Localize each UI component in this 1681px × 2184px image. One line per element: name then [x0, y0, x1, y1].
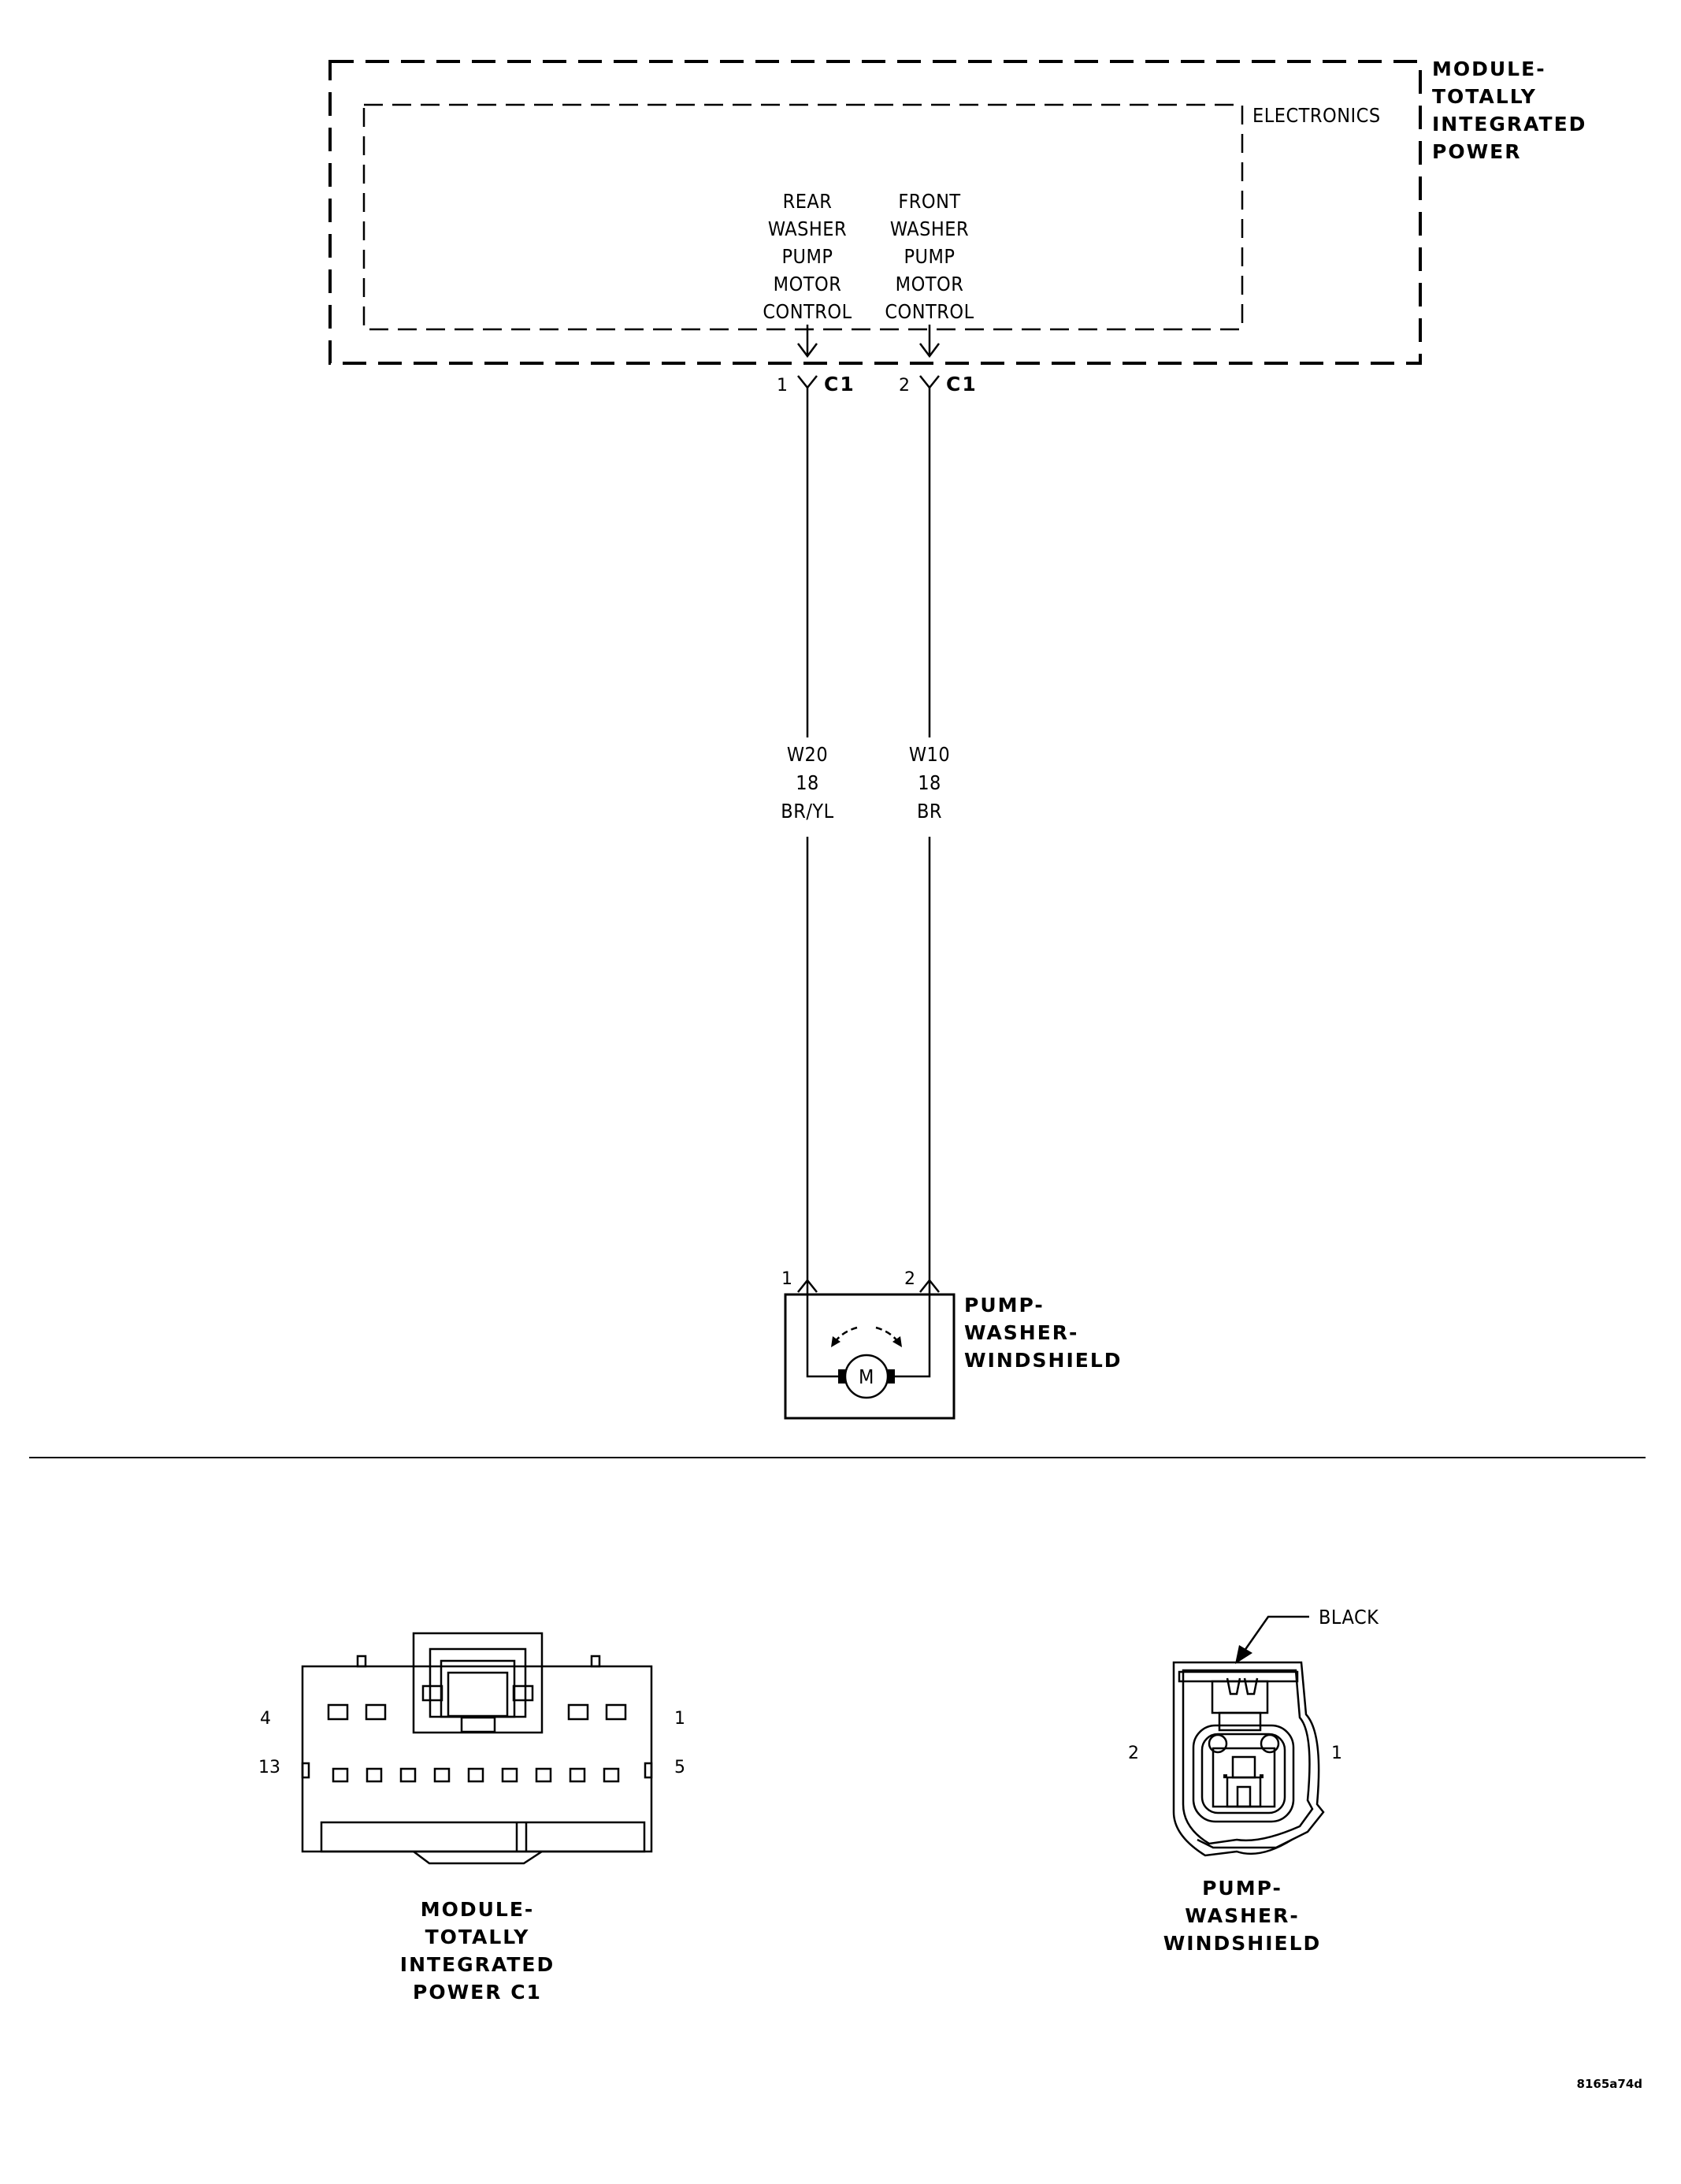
c1-pin-symbols — [797, 375, 940, 390]
svg-text:18: 18 — [918, 771, 941, 794]
svg-text:MODULE-: MODULE- — [1432, 58, 1546, 80]
svg-text:PUMP: PUMP — [904, 245, 955, 268]
module-outer-boundary — [328, 60, 1422, 365]
svg-text:TOTALLY: TOTALLY — [1432, 85, 1537, 108]
module-output-arrows — [797, 343, 940, 358]
module-c1-connector-view — [301, 1632, 653, 1865]
c1-pin-1-connector: C1 — [824, 373, 855, 396]
wire-w10-label: W10 18 BR — [909, 743, 950, 823]
svg-text:WASHER-: WASHER- — [964, 1321, 1078, 1344]
motor-arrow-heads — [831, 1336, 902, 1347]
pump-connector-color-callout: BLACK — [1319, 1606, 1379, 1629]
svg-text:18: 18 — [796, 771, 819, 794]
svg-text:TOTALLY: TOTALLY — [425, 1926, 530, 1948]
svg-text:MOTOR: MOTOR — [774, 273, 842, 295]
svg-text:FRONT: FRONT — [898, 190, 960, 213]
c1-pin-2-connector: C1 — [946, 373, 978, 396]
electronics-boundary — [362, 103, 1244, 331]
front-washer-control-label: FRONT WASHER PUMP MOTOR CONTROL — [885, 190, 974, 323]
pump-pin-symbols — [797, 1278, 940, 1293]
black-callout-arrow-icon — [1235, 1645, 1252, 1664]
svg-text:W20: W20 — [787, 743, 828, 766]
motor-brush-right — [888, 1369, 895, 1384]
svg-text:CONTROL: CONTROL — [763, 300, 852, 323]
svg-text:MOTOR: MOTOR — [896, 273, 964, 295]
electronics-label: ELECTRONICS — [1252, 104, 1381, 127]
motor-brush-left — [838, 1369, 845, 1384]
pump-internal-wiring — [806, 1280, 931, 1378]
module-c1-pin-13: 13 — [258, 1758, 280, 1777]
svg-text:POWER C1: POWER C1 — [413, 1981, 542, 2004]
svg-text:INTEGRATED: INTEGRATED — [1432, 113, 1586, 136]
pump-body — [784, 1293, 956, 1420]
motor-symbol-label: M — [859, 1365, 874, 1388]
svg-text:WASHER: WASHER — [768, 217, 847, 240]
pump-connector-title: PUMP- WASHER- WINDSHIELD — [1163, 1877, 1322, 1955]
svg-text:PUMP-: PUMP- — [1202, 1877, 1282, 1900]
c1-pin-2-number: 2 — [899, 376, 910, 396]
motor-rotation-arrows-icon — [834, 1326, 899, 1343]
svg-text:WASHER: WASHER — [890, 217, 969, 240]
pump-pin-1-number: 1 — [781, 1269, 792, 1289]
svg-text:W10: W10 — [909, 743, 950, 766]
svg-text:INTEGRATED: INTEGRATED — [400, 1953, 555, 1976]
svg-text:CONTROL: CONTROL — [885, 300, 974, 323]
wire-w20-label: W20 18 BR/YL — [781, 743, 833, 823]
black-callout-leader — [1239, 1615, 1309, 1657]
pump-pin-2-number: 2 — [904, 1269, 915, 1289]
pump-connector-pin-1: 1 — [1331, 1744, 1342, 1763]
svg-text:PUMP: PUMP — [781, 245, 833, 268]
svg-text:BR/YL: BR/YL — [781, 800, 833, 823]
c1-pin-1-number: 1 — [777, 376, 788, 396]
module-c1-title: MODULE- TOTALLY INTEGRATED POWER C1 — [400, 1898, 555, 2004]
module-c1-pin-4: 4 — [260, 1709, 271, 1729]
pump-connector-dot-right — [1260, 1774, 1264, 1778]
svg-text:POWER: POWER — [1432, 140, 1521, 163]
rear-washer-control-label: REAR WASHER PUMP MOTOR CONTROL — [763, 190, 852, 323]
module-c1-pin-5: 5 — [674, 1758, 685, 1777]
pump-connector-dot-left — [1223, 1774, 1227, 1778]
svg-text:MODULE-: MODULE- — [421, 1898, 535, 1921]
figure-code: 8165a74d — [1577, 2077, 1642, 2091]
module-c1-pin-1: 1 — [674, 1709, 685, 1729]
motor-symbol-icon — [844, 1354, 889, 1399]
svg-text:WASHER-: WASHER- — [1185, 1904, 1299, 1927]
svg-text:PUMP-: PUMP- — [964, 1294, 1045, 1317]
module-title: MODULE- TOTALLY INTEGRATED POWER — [1432, 58, 1586, 163]
svg-text:WINDSHIELD: WINDSHIELD — [964, 1349, 1123, 1372]
module-internal-connections — [806, 325, 931, 355]
pump-connector-view — [1172, 1661, 1325, 1857]
pump-title: PUMP- WASHER- WINDSHIELD — [964, 1294, 1123, 1372]
svg-text:REAR: REAR — [783, 190, 833, 213]
pump-connector-pin-2: 2 — [1128, 1744, 1139, 1763]
svg-text:WINDSHIELD: WINDSHIELD — [1163, 1932, 1322, 1955]
svg-text:BR: BR — [917, 800, 942, 823]
